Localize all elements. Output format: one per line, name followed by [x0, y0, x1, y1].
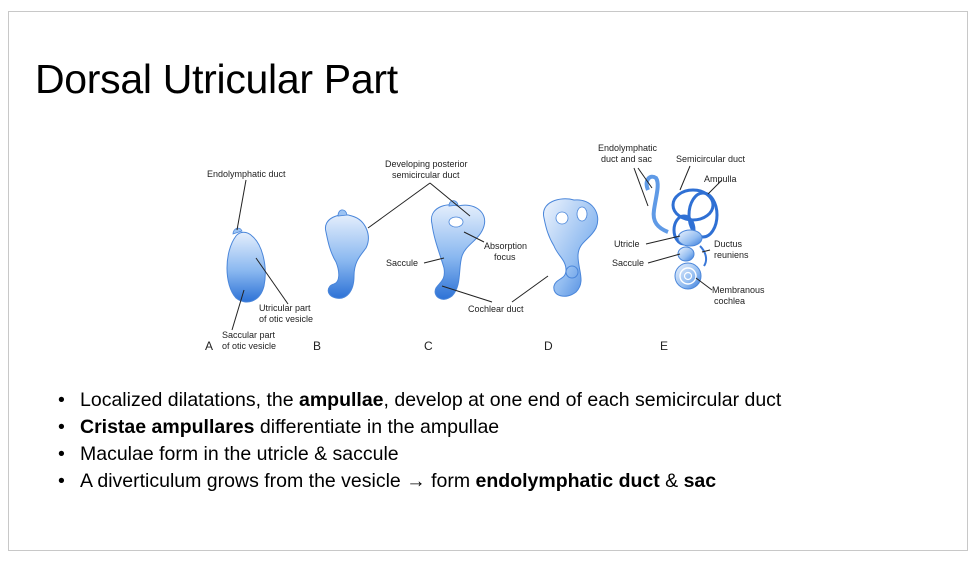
bullet-item: Cristae ampullares differentiate in the …: [58, 414, 781, 441]
label-cochlear-duct: Cochlear duct: [468, 304, 524, 314]
label-utricle: Utricle: [614, 239, 640, 249]
stage-c-vesicle: [430, 200, 486, 300]
stage-letter-a: A: [205, 339, 213, 353]
stage-letters: A B C D E: [205, 339, 668, 353]
stage-d-vesicle: [543, 198, 599, 297]
stage-e-labyrinth: [644, 174, 719, 290]
stage-letter-d: D: [544, 339, 553, 353]
bullet-item: Localized dilatations, the ampullae, dev…: [58, 387, 781, 414]
label-membranous-cochlea-2: cochlea: [714, 296, 745, 306]
label-ductus-reuniens: Ductus: [714, 239, 743, 249]
label-saccular-part-2: of otic vesicle: [222, 341, 276, 351]
stage-letter-e: E: [660, 339, 668, 353]
label-developing-posterior-2: semicircular duct: [392, 170, 460, 180]
slide-title: Dorsal Utricular Part: [35, 56, 398, 102]
figure-labels: Endolymphatic duct Utricular part of oti…: [207, 143, 765, 351]
label-developing-posterior: Developing posterior: [385, 159, 468, 169]
label-utricular-part: Utricular part: [259, 303, 311, 313]
bullet-item: A diverticulum grows from the vesicle → …: [58, 468, 781, 495]
label-ampulla: Ampulla: [704, 174, 737, 184]
stage-b-vesicle: [324, 209, 369, 299]
label-absorption-focus-2: focus: [494, 252, 516, 262]
stage-letter-b: B: [313, 339, 321, 353]
label-semicircular-duct: Semicircular duct: [676, 154, 746, 164]
label-endolymphatic-duct: Endolymphatic duct: [207, 169, 286, 179]
leader-lines: [231, 165, 723, 331]
label-utricular-part-2: of otic vesicle: [259, 314, 313, 324]
bullet-item: Maculae form in the utricle & saccule: [58, 441, 781, 468]
label-saccule-e: Saccule: [612, 258, 644, 268]
label-membranous-cochlea: Membranous: [712, 285, 765, 295]
stage-a-vesicle: [226, 227, 266, 303]
label-absorption-focus: Absorption: [484, 241, 527, 251]
bullet-list: Localized dilatations, the ampullae, dev…: [58, 387, 781, 495]
label-endolymphatic-duct-sac: Endolymphatic: [598, 143, 658, 153]
label-saccular-part: Saccular part: [222, 330, 276, 340]
label-endolymphatic-duct-sac-2: duct and sac: [601, 154, 653, 164]
stage-letter-c: C: [424, 339, 433, 353]
label-ductus-reuniens-2: reuniens: [714, 250, 749, 260]
label-saccule-c: Saccule: [386, 258, 418, 268]
